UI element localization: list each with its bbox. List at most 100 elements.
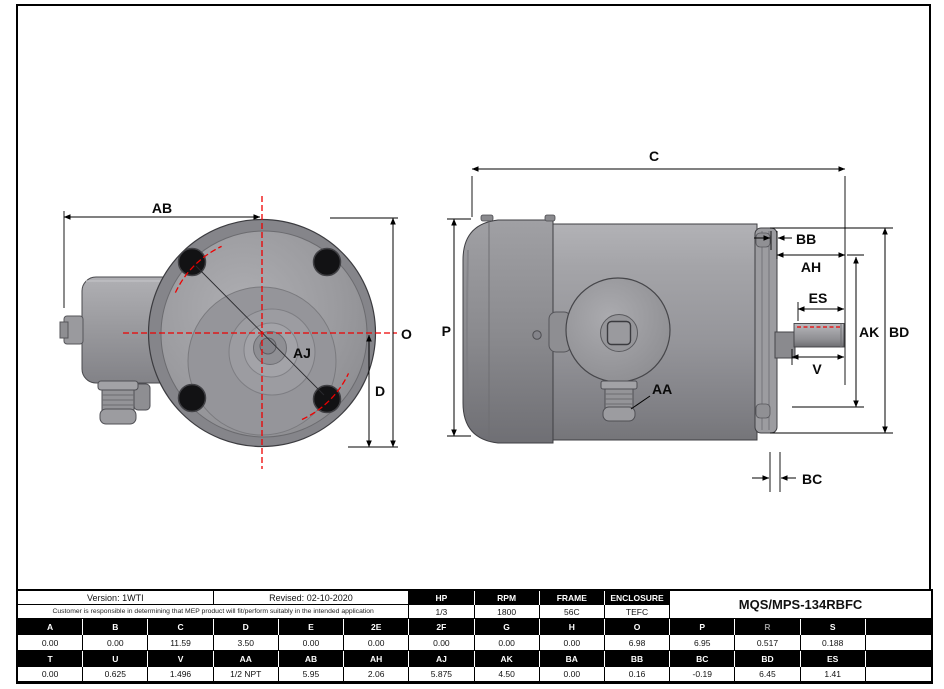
dim-label-v: V [812, 361, 822, 377]
dim-value-cell [865, 635, 931, 651]
dim-header-cell: ES [800, 651, 866, 667]
dim-value-cell [865, 667, 931, 682]
dim-header-cell: AA [213, 651, 279, 667]
dim-value-cell: 11.59 [148, 635, 214, 651]
dim-header-cell: U [83, 651, 149, 667]
dim-label-p: P [442, 323, 451, 339]
dim-label-ab: AB [152, 200, 172, 216]
dim-value-cell: 6.98 [604, 635, 671, 651]
spec-value-enclosure: TEFC [604, 605, 671, 619]
dim-label-ak: AK [859, 324, 879, 340]
front-view: AB AJ O D [59, 196, 412, 469]
dim-value-cell: 0.00 [539, 635, 605, 651]
dim-header-cell [865, 619, 931, 635]
dim-value-cell: 6.45 [735, 667, 801, 682]
dim-header-cell: E [278, 619, 345, 635]
dim-value-cell: 6.95 [670, 635, 736, 651]
dim-header-cell: B [83, 619, 149, 635]
body-screw [532, 330, 542, 340]
dim-value-cell: 0.625 [83, 667, 149, 682]
dim-value-cell: -0.19 [670, 667, 736, 682]
dim-header-cell: 2E [344, 619, 410, 635]
spec-header-enclosure: ENCLOSURE [604, 591, 671, 605]
dim-value-cell: 5.875 [409, 667, 475, 682]
bolt-hole [312, 247, 342, 277]
dim-value-cell: 0.00 [344, 635, 410, 651]
dim-header-cell: BD [735, 651, 801, 667]
rear-cap [462, 219, 554, 444]
dim-header-cell: G [474, 619, 540, 635]
dim-value-cell: 4.50 [474, 667, 540, 682]
dim-header-cell: AH [344, 651, 410, 667]
revised-cell: Revised: 02-10-2020 [213, 591, 410, 605]
dim-header-cell: A [18, 619, 84, 635]
model-cell: MQS/MPS-134RBFC [670, 591, 931, 619]
dim-label-aa: AA [652, 381, 672, 397]
spec-value-hp: 1/3 [409, 605, 475, 619]
disclaimer-cell: Customer is responsible in determining t… [18, 605, 410, 619]
version-cell: Version: 1WTI [18, 591, 214, 605]
dim-value-cell: 2.06 [344, 667, 410, 682]
dim-header-cell: 2F [409, 619, 475, 635]
dim-value-cell: 1.496 [148, 667, 214, 682]
bolt-hole [177, 383, 207, 413]
dim-header-cell [865, 651, 931, 667]
dim-label-bb: BB [796, 231, 816, 247]
dim-header-cell: S [800, 619, 866, 635]
dim-value-cell: 0.00 [18, 667, 84, 682]
dim-value-cell: 1/2 NPT [213, 667, 279, 682]
dim-label-aj: AJ [293, 345, 311, 361]
plug-square [606, 320, 632, 346]
centerlines [123, 196, 397, 469]
shaft [793, 323, 845, 348]
dim-value-cell: 0.00 [474, 635, 540, 651]
c-face-flange [754, 227, 778, 434]
front-dimensions [63, 211, 398, 448]
drain-plug-side [600, 380, 638, 422]
dim-value-cell: 0.188 [800, 635, 866, 651]
dim-header-cell: R [735, 619, 801, 635]
dim-value-cell: 0.00 [409, 635, 475, 651]
spec-header-rpm: RPM [474, 591, 540, 605]
bolt-hole [312, 384, 342, 414]
bolt-circle-diagonal [195, 265, 325, 396]
dim-header-cell: BC [670, 651, 736, 667]
dim-header-cell: D [213, 619, 279, 635]
dim-header-cell: BA [539, 651, 605, 667]
dim-label-ah: AH [801, 259, 821, 275]
dim-header-cell: V [148, 651, 214, 667]
dim-value-cell: 0.00 [539, 667, 605, 682]
dim-header-cell: AJ [409, 651, 475, 667]
dim-label-bd: BD [889, 324, 909, 340]
dim-value-cell: 3.50 [213, 635, 279, 651]
dim-value-cell: 0.00 [278, 635, 345, 651]
side-dimensions [447, 166, 893, 492]
dim-header-cell: H [539, 619, 605, 635]
spec-header-frame: FRAME [539, 591, 605, 605]
dim-label-c: C [649, 148, 659, 164]
spec-header-hp: HP [409, 591, 475, 605]
dim-header-cell: AK [474, 651, 540, 667]
dim-header-cell: BB [604, 651, 671, 667]
dim-value-cell: 0.00 [18, 635, 84, 651]
dim-label-o: O [401, 326, 412, 342]
dim-header-cell: P [670, 619, 736, 635]
dim-value-cell: 0.517 [735, 635, 801, 651]
dim-value-cell: 0.16 [604, 667, 671, 682]
dim-label-d: D [375, 383, 385, 399]
dim-label-bc: BC [802, 471, 822, 487]
dim-value-cell: 1.41 [800, 667, 866, 682]
spec-value-frame: 56C [539, 605, 605, 619]
dim-header-cell: T [18, 651, 84, 667]
dim-header-cell: AB [278, 651, 345, 667]
dim-header-cell: C [148, 619, 214, 635]
spec-value-rpm: 1800 [474, 605, 540, 619]
side-view: C P BB AH ES AK BD V AA BC [442, 148, 909, 492]
drain-plug-front [97, 380, 151, 425]
dim-value-cell: 5.95 [278, 667, 345, 682]
dim-value-cell: 0.00 [83, 635, 149, 651]
dim-label-es: ES [809, 290, 828, 306]
